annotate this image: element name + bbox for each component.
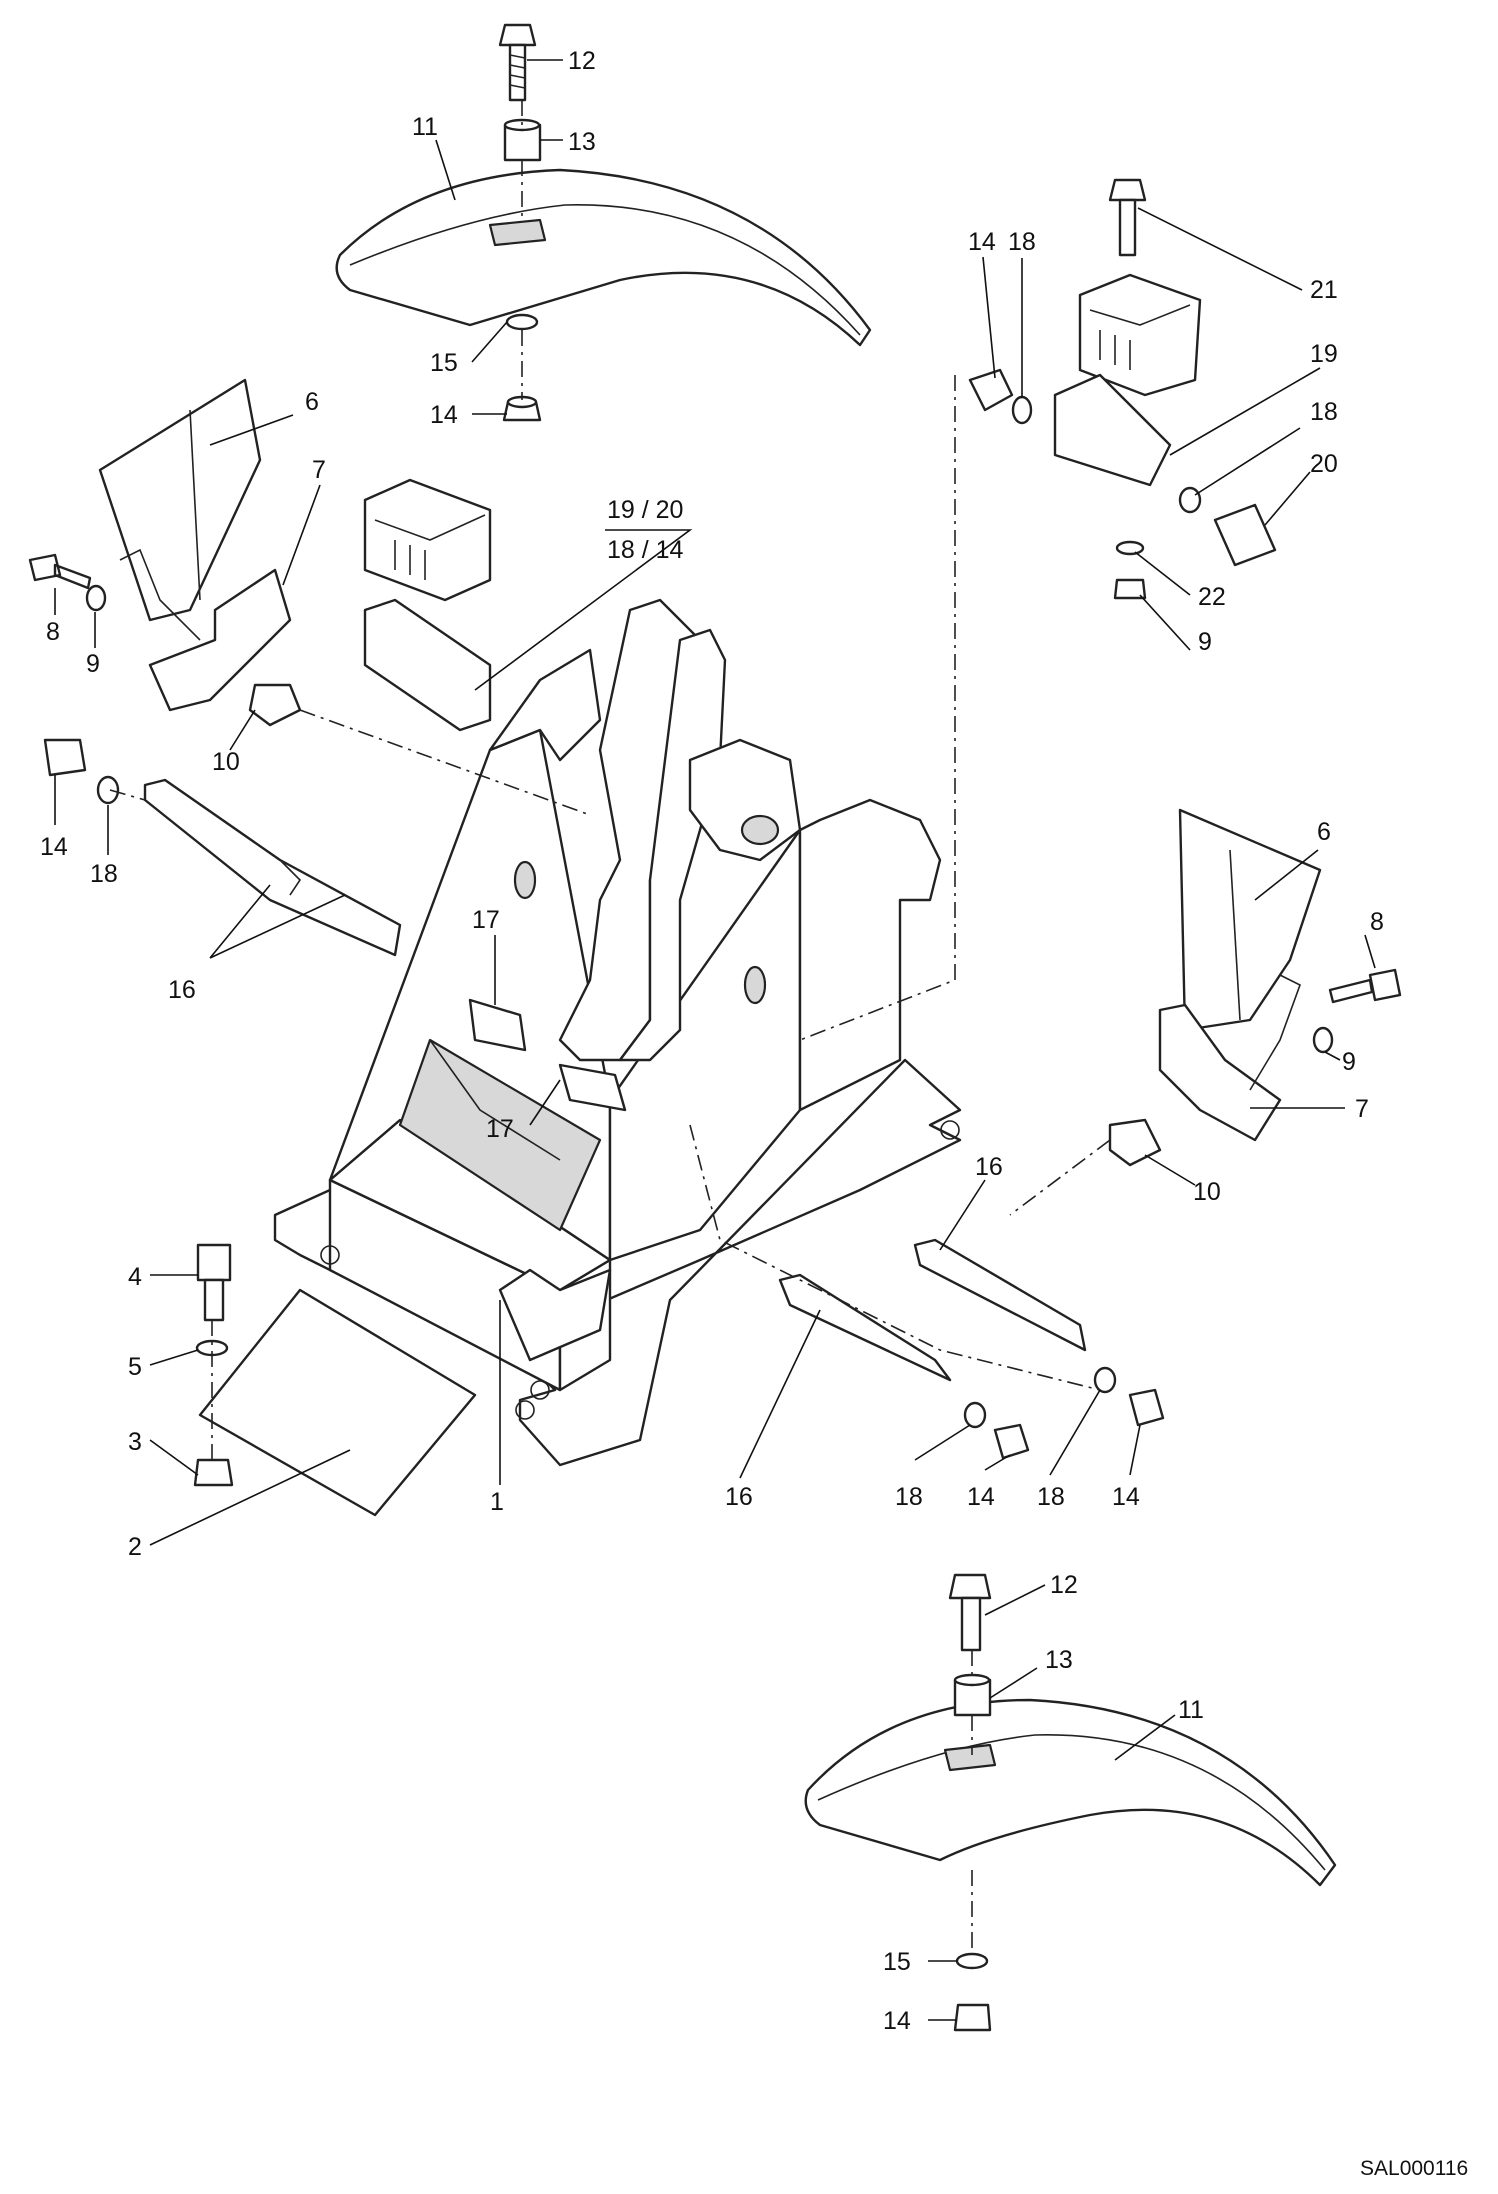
callout-7-right: 7 bbox=[1355, 1095, 1369, 1123]
callout-10-right: 10 bbox=[1193, 1178, 1221, 1206]
nut-9-tr bbox=[1113, 578, 1147, 600]
washer-15-top bbox=[505, 313, 539, 331]
mudflap-bracket-7-right bbox=[1158, 974, 1301, 1142]
callout-3: 3 bbox=[128, 1428, 142, 1456]
callout-12-top: 12 bbox=[568, 47, 596, 75]
stay-16-right bbox=[778, 1238, 1087, 1382]
callout-9-tr: 9 bbox=[1198, 628, 1212, 656]
fender-top bbox=[335, 168, 872, 347]
bracket-1920-left bbox=[363, 598, 492, 732]
callout-14-b1: 14 bbox=[967, 1483, 995, 1511]
callout-13-top: 13 bbox=[568, 128, 596, 156]
washer-9-left bbox=[85, 584, 107, 612]
drawing-code: SAL000116 bbox=[1360, 2157, 1468, 2180]
bolt-17-a bbox=[468, 998, 527, 1052]
bolt-12-top bbox=[498, 23, 537, 102]
callout-17-b: 17 bbox=[486, 1115, 514, 1143]
callout-14-tr: 14 bbox=[968, 228, 996, 256]
callout-8-right: 8 bbox=[1370, 908, 1384, 936]
washer-18-tr2 bbox=[1178, 486, 1202, 514]
callout-9-right: 9 bbox=[1342, 1048, 1356, 1076]
nut-14-b2 bbox=[1128, 1388, 1165, 1427]
bolt-8-right bbox=[1328, 968, 1402, 1004]
nut-14-left bbox=[43, 738, 87, 777]
callout-16-right: 16 bbox=[975, 1153, 1003, 1181]
washer-22 bbox=[1115, 540, 1145, 556]
bolt-8-left bbox=[28, 553, 92, 590]
callout-18-b1: 18 bbox=[895, 1483, 923, 1511]
bolt-20 bbox=[1213, 503, 1277, 567]
callout-14-bot: 14 bbox=[883, 2007, 911, 2035]
axis-right bbox=[689, 1124, 1111, 1391]
callout-11-bot: 11 bbox=[1178, 1696, 1204, 1724]
cover-plate-2 bbox=[198, 1288, 477, 1517]
callout-11-top: 11 bbox=[412, 113, 438, 141]
washer-18-tr bbox=[1011, 395, 1033, 425]
callout-17-a: 17 bbox=[472, 906, 500, 934]
mudflap-bracket-7-left bbox=[119, 548, 292, 712]
callout-14-top: 14 bbox=[430, 401, 458, 429]
callout-6-right: 6 bbox=[1317, 818, 1331, 846]
spacer-13-top bbox=[503, 118, 542, 162]
nut-3 bbox=[193, 1458, 234, 1487]
fender-bottom bbox=[804, 1698, 1337, 1887]
bolt-21 bbox=[1108, 178, 1147, 257]
callout-1920: 19 / 20 bbox=[607, 496, 683, 524]
rubber-buffer-left bbox=[363, 478, 492, 602]
bolt-17-b bbox=[558, 1063, 627, 1112]
washer-18-left bbox=[96, 775, 120, 805]
nut-14-b1 bbox=[993, 1423, 1030, 1460]
washer-9-right bbox=[1312, 1026, 1334, 1054]
callout-4: 4 bbox=[128, 1263, 142, 1291]
callout-12-bot: 12 bbox=[1050, 1571, 1078, 1599]
callout-16-bottom: 16 bbox=[725, 1483, 753, 1511]
bolt-12-bot bbox=[948, 1573, 992, 1652]
stay-16-left bbox=[143, 778, 402, 957]
callout-18-b2: 18 bbox=[1037, 1483, 1065, 1511]
callout-6-left: 6 bbox=[305, 388, 319, 416]
callout-18-tr2: 18 bbox=[1310, 398, 1338, 426]
callout-15-bot: 15 bbox=[883, 1948, 911, 1976]
nut-14-top bbox=[502, 395, 542, 422]
bracket-19-tr bbox=[1053, 373, 1172, 487]
callout-2: 2 bbox=[128, 1533, 142, 1561]
callout-15-top: 15 bbox=[430, 349, 458, 377]
callout-14-b2: 14 bbox=[1112, 1483, 1140, 1511]
bolt-4 bbox=[196, 1243, 232, 1322]
nut-14-bot bbox=[953, 2003, 992, 2032]
callout-7-left: 7 bbox=[312, 456, 326, 484]
callout-20: 20 bbox=[1310, 450, 1338, 478]
axis-tr bbox=[799, 375, 956, 1041]
washer-15-bot bbox=[955, 1952, 989, 1970]
washer-18-b1 bbox=[963, 1401, 987, 1429]
callout-labels: 12 13 11 15 14 14 18 21 19 18 20 22 9 6 … bbox=[40, 47, 1384, 2035]
spacer-13-bot bbox=[953, 1673, 992, 1717]
mudflap-6-left bbox=[98, 378, 262, 622]
callout-1814: 18 / 14 bbox=[607, 536, 684, 564]
nut-10-left bbox=[248, 683, 302, 727]
washer-18-b2 bbox=[1093, 1366, 1117, 1394]
nut-14-tr bbox=[968, 368, 1014, 412]
callout-21: 21 bbox=[1310, 276, 1338, 304]
axis-left bbox=[109, 709, 591, 816]
callout-9-left: 9 bbox=[86, 650, 100, 678]
callout-16-left: 16 bbox=[168, 976, 196, 1004]
callout-18-tr: 18 bbox=[1008, 228, 1036, 256]
callout-8-left: 8 bbox=[46, 618, 60, 646]
callout-18-left: 18 bbox=[90, 860, 118, 888]
callout-19-tr: 19 bbox=[1310, 340, 1338, 368]
callout-14-left: 14 bbox=[40, 833, 68, 861]
callout-5: 5 bbox=[128, 1353, 142, 1381]
main-frame bbox=[273, 598, 962, 1467]
callout-13-bot: 13 bbox=[1045, 1646, 1073, 1674]
leader-lines bbox=[54, 59, 1376, 2021]
rubber-buffer-tr bbox=[1078, 273, 1202, 397]
mudflap-6-right bbox=[1178, 808, 1322, 1032]
callout-22: 22 bbox=[1198, 583, 1226, 611]
callout-10-left: 10 bbox=[212, 748, 240, 776]
nut-10-right bbox=[1108, 1118, 1162, 1167]
callout-1: 1 bbox=[490, 1488, 504, 1516]
